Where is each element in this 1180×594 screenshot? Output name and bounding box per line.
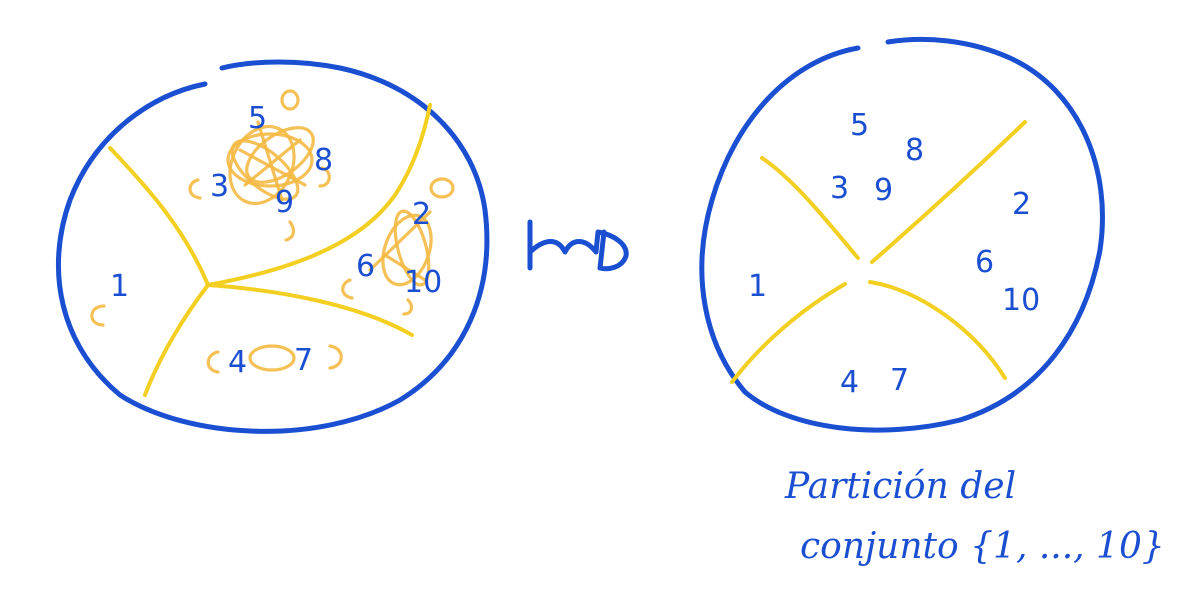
right-label-1: 1 (748, 269, 767, 304)
left-label-3: 3 (210, 169, 229, 204)
right-label-2: 2 (1012, 187, 1031, 222)
caption-line-1: Partición del (784, 466, 1016, 507)
right-label-6: 6 (975, 245, 994, 280)
left-element-labels: 5 8 3 9 2 6 10 1 4 7 (110, 101, 442, 380)
left-partition-lines (108, 103, 432, 397)
left-label-6: 6 (356, 249, 375, 284)
left-label-7: 7 (294, 343, 313, 378)
left-diagram: 5 8 3 9 2 6 10 1 4 7 (55, 59, 490, 434)
caption: Partición del conjunto {1, ..., 10} (784, 466, 1165, 567)
caption-line-2: conjunto {1, ..., 10} (800, 526, 1165, 567)
left-label-4: 4 (228, 345, 247, 380)
right-set-boundary (699, 36, 1105, 433)
left-label-5: 5 (248, 101, 267, 136)
maps-to-arrow (527, 219, 629, 272)
left-label-9: 9 (275, 185, 294, 220)
left-label-10: 10 (404, 265, 442, 300)
right-label-4: 4 (840, 365, 859, 400)
left-label-2: 2 (412, 197, 431, 232)
right-label-7: 7 (890, 363, 909, 398)
left-label-1: 1 (110, 269, 129, 304)
right-partition-lines (730, 120, 1027, 384)
left-set-boundary (55, 59, 490, 434)
right-label-3: 3 (830, 171, 849, 206)
left-relation-arrows (90, 89, 455, 374)
right-diagram: 5 8 3 9 2 6 10 1 4 7 (699, 36, 1105, 433)
right-label-10: 10 (1002, 283, 1040, 318)
right-label-9: 9 (874, 173, 893, 208)
right-label-5: 5 (850, 108, 869, 143)
right-element-labels: 5 8 3 9 2 6 10 1 4 7 (748, 108, 1040, 400)
right-label-8: 8 (905, 133, 924, 168)
left-label-8: 8 (314, 143, 333, 178)
